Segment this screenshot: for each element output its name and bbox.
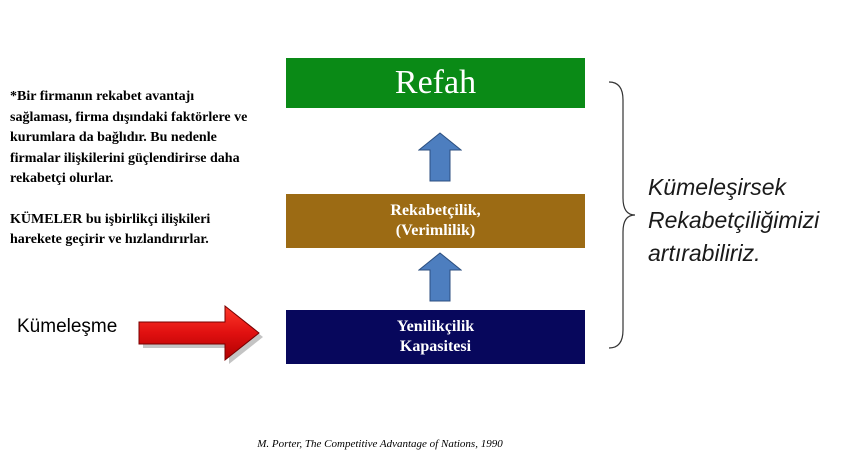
prosperity-box: Refah <box>286 58 585 108</box>
clustering-label: Kümeleşme <box>17 316 118 337</box>
competitiveness-label: Rekabetçilik, <box>390 202 481 219</box>
competitiveness-box: Rekabetçilik, (Verimlilik) <box>286 194 585 248</box>
conclusion-line-2: Rekabetçiliğimizi <box>648 207 820 233</box>
innovation-capacity-box: Yenilikçilik Kapasitesi <box>286 310 585 364</box>
citation: M. Porter, The Competitive Advantage of … <box>257 438 503 450</box>
red-arrow-icon <box>138 304 263 364</box>
prosperity-label: Refah <box>394 64 477 101</box>
left-note-paragraph-1: *Bir firmanın rekabet avantajı sağlaması… <box>10 89 248 186</box>
conclusion-text: Kümeleşirsek Rekabetçiliğimizi artırabil… <box>648 171 819 270</box>
up-arrow-icon <box>418 132 462 182</box>
conclusion-line-3: artırabiliriz. <box>648 240 761 266</box>
conclusion-line-1: Kümeleşirsek <box>648 174 787 200</box>
right-brace-icon <box>608 81 636 349</box>
innovation-label: Yenilikçilik <box>396 318 475 335</box>
capacity-label: Kapasitesi <box>399 338 472 355</box>
left-note: *Bir firmanın rekabet avantajı sağlaması… <box>10 87 255 251</box>
productivity-label: (Verimlilik) <box>395 222 476 239</box>
up-arrow-icon <box>418 252 462 302</box>
left-note-paragraph-2: KÜMELER bu işbirlikçi ilişkileri hareket… <box>10 211 211 248</box>
